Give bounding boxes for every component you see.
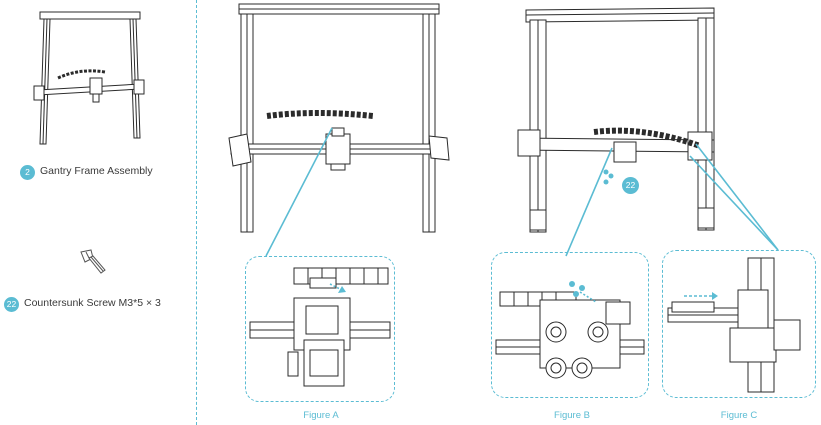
connector-line-c-2: [695, 143, 779, 251]
figure-label: Figure C: [720, 410, 758, 421]
part-label: Gantry Frame Assembly: [40, 165, 153, 177]
part-label: Countersunk Screw M3*5 × 3: [24, 297, 161, 309]
figure-b-detail-illustration: [495, 281, 645, 379]
figure-a-detail-illustration: [249, 267, 391, 387]
callout-box-figure-a: [245, 256, 395, 402]
connector-line-a: [265, 127, 333, 257]
figure-label: Figure B: [554, 410, 590, 421]
callout-box-figure-c: [662, 250, 816, 398]
figure-c-detail-illustration: [667, 257, 801, 393]
connector-line-c-1: [689, 155, 779, 251]
section-divider: [196, 0, 197, 425]
figure-label: Figure A: [303, 410, 339, 421]
gantry-front-view-illustration: [228, 3, 450, 233]
callout-box-figure-b: [491, 252, 649, 398]
part-quantity-badge: 22: [4, 297, 19, 312]
part-quantity-badge: 2: [20, 165, 35, 180]
countersunk-screw-icon: [80, 249, 106, 274]
gantry-frame-icon: [33, 11, 145, 145]
connector-line-b: [565, 147, 613, 257]
step-part-badge: 22: [622, 177, 639, 194]
